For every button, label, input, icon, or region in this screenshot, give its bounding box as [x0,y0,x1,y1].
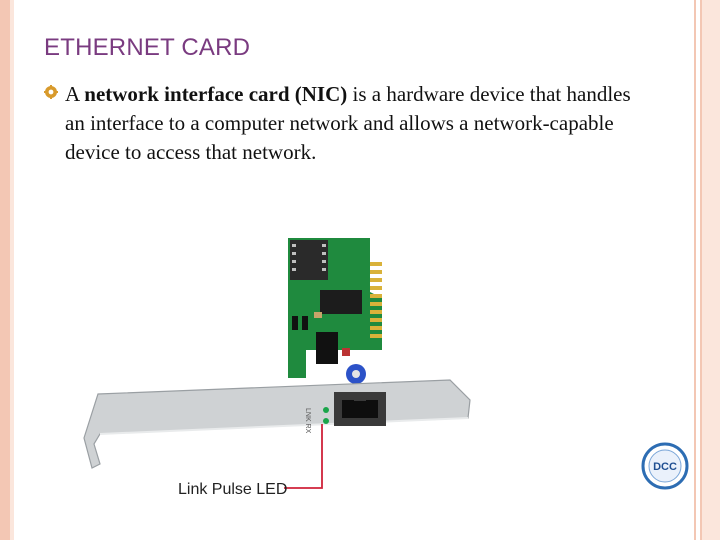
left-decorative-border [0,0,14,540]
gear-bullet-icon [44,85,58,99]
rj45-port [334,392,386,426]
pcb-board [288,238,382,384]
bullet-item: A network interface card (NIC) is a hard… [44,80,644,167]
activity-led [323,418,329,424]
slide-title: ETHERNET CARD [44,34,251,61]
bullet-term: network interface card (NIC) [84,82,348,106]
callout-line [284,424,323,489]
bullet-text: A network interface card (NIC) is a hard… [65,80,644,167]
bracket-marks: LNK RX [304,408,311,434]
logo-text: DCC [653,461,677,473]
metal-bracket [83,379,471,469]
bullet-rest: is a hardware device that handles an int… [65,82,631,164]
link-led [323,407,329,413]
bullet-lead: A [65,82,85,106]
right-decorative-border [686,0,720,540]
magnetics-module [316,332,338,364]
college-logo: DCC [641,442,689,490]
nic-image: LNK RX Link Pulse LED [83,238,471,498]
controller-chip [320,290,362,314]
rom-socket [290,240,328,280]
callout-label: Link Pulse LED [178,481,287,498]
